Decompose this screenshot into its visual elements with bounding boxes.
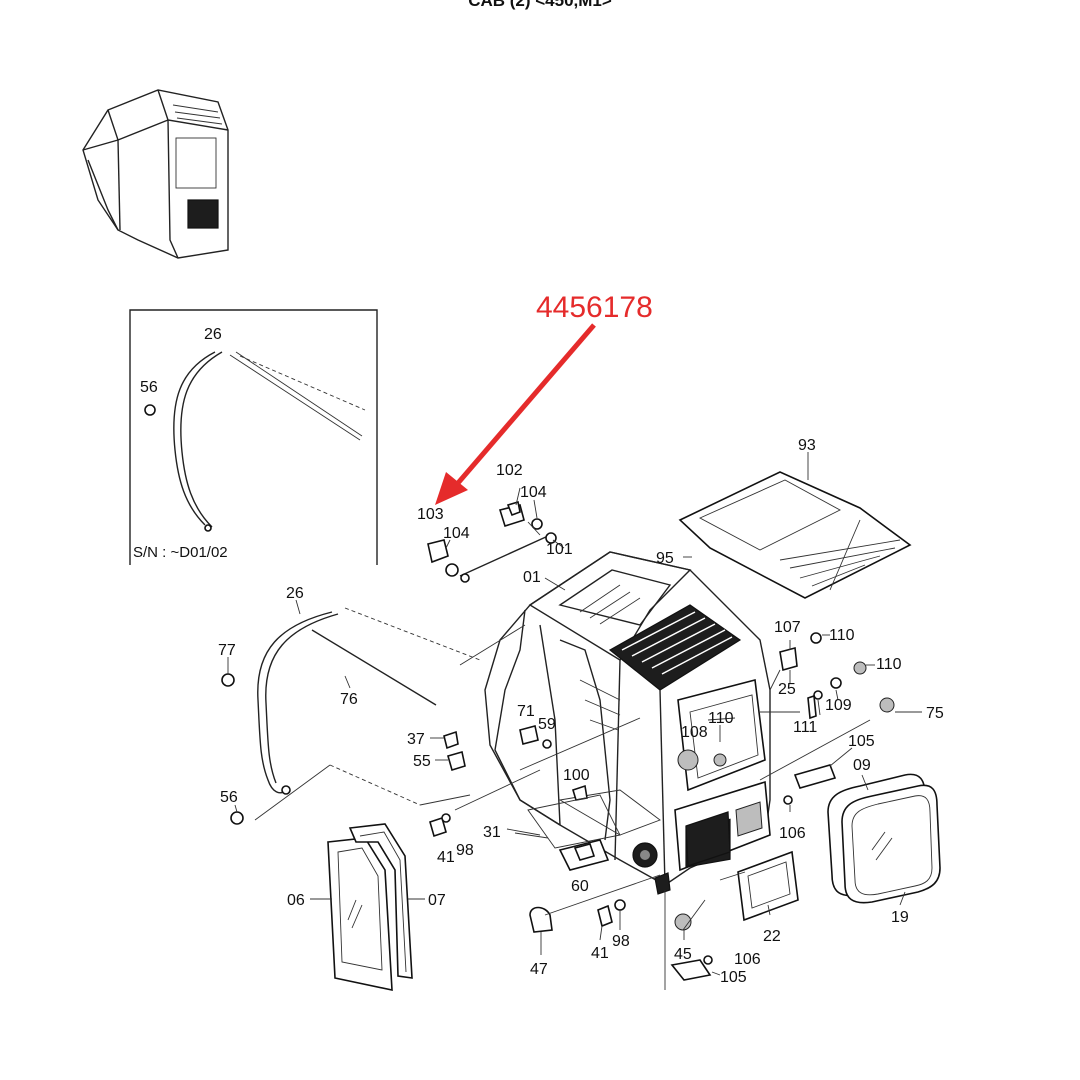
rear-glass-panels <box>827 773 941 904</box>
label-37: 37 <box>407 731 425 748</box>
label-110-inner: 110 <box>708 710 734 727</box>
wiring-harness <box>221 607 526 825</box>
part-number-callout: 4456178 <box>435 291 653 505</box>
thumbnail-cab-illustration <box>82 89 229 259</box>
callout-arrow-head <box>435 472 468 505</box>
label-100: 100 <box>563 767 590 784</box>
label-45: 45 <box>674 946 692 963</box>
label-55: 55 <box>413 753 431 770</box>
label-06: 06 <box>287 892 305 909</box>
roof-panel <box>678 471 912 599</box>
label-41-upper: 41 <box>437 849 455 866</box>
leader-lines <box>227 452 922 976</box>
label-77: 77 <box>218 642 236 659</box>
floor-plate <box>514 794 621 871</box>
right-fasteners <box>759 632 895 805</box>
label-76: 76 <box>340 691 358 708</box>
label-109: 109 <box>825 697 852 714</box>
pin-assembly <box>427 500 557 583</box>
label-105-right: 105 <box>848 733 875 750</box>
callout-arrow-line <box>450 323 596 492</box>
label-26: 26 <box>286 585 304 602</box>
inset-label-26: 26 <box>204 326 222 343</box>
inset-serial-note: S/N : ~D01/02 <box>133 544 228 561</box>
label-25: 25 <box>778 681 796 698</box>
fastener-cluster <box>429 717 641 838</box>
label-104-top: 104 <box>520 484 547 501</box>
label-19: 19 <box>891 909 909 926</box>
label-104-left: 104 <box>443 525 470 542</box>
label-110-top: 110 <box>829 627 855 644</box>
label-107: 107 <box>774 619 801 636</box>
label-103: 103 <box>417 506 444 523</box>
label-22: 22 <box>763 928 781 945</box>
label-59: 59 <box>538 716 556 733</box>
label-56: 56 <box>220 789 238 806</box>
label-09: 09 <box>853 757 871 774</box>
label-106-right: 106 <box>779 825 806 842</box>
part-labels: 93 95 102 104 103 104 101 01 26 77 76 71… <box>218 437 944 986</box>
label-07: 07 <box>428 892 446 909</box>
label-98-lower: 98 <box>612 933 630 950</box>
label-102: 102 <box>496 462 523 479</box>
highlighted-part-number: 4456178 <box>536 291 653 324</box>
lower-fasteners <box>529 874 713 990</box>
diagram-title: CAB (2) <450,M1> <box>468 0 612 10</box>
door-glass-panels <box>327 823 413 991</box>
inset-label-56: 56 <box>140 379 158 396</box>
label-01: 01 <box>523 569 541 586</box>
label-111: 111 <box>793 719 817 736</box>
label-47: 47 <box>530 961 548 978</box>
label-31: 31 <box>483 824 501 841</box>
label-110-mid: 110 <box>876 656 902 673</box>
label-101: 101 <box>546 541 573 558</box>
label-41-lower: 41 <box>591 945 609 962</box>
window-seal <box>719 850 799 922</box>
label-95: 95 <box>656 550 674 567</box>
label-71: 71 <box>517 703 535 720</box>
label-93: 93 <box>798 437 816 454</box>
label-98-upper: 98 <box>456 842 474 859</box>
label-106-bottom: 106 <box>734 951 761 968</box>
label-105-bottom: 105 <box>720 969 747 986</box>
label-108: 108 <box>681 724 708 741</box>
inset-box: 26 56 S/N : ~D01/02 <box>129 309 378 565</box>
label-60: 60 <box>571 878 589 895</box>
label-75: 75 <box>926 705 944 722</box>
